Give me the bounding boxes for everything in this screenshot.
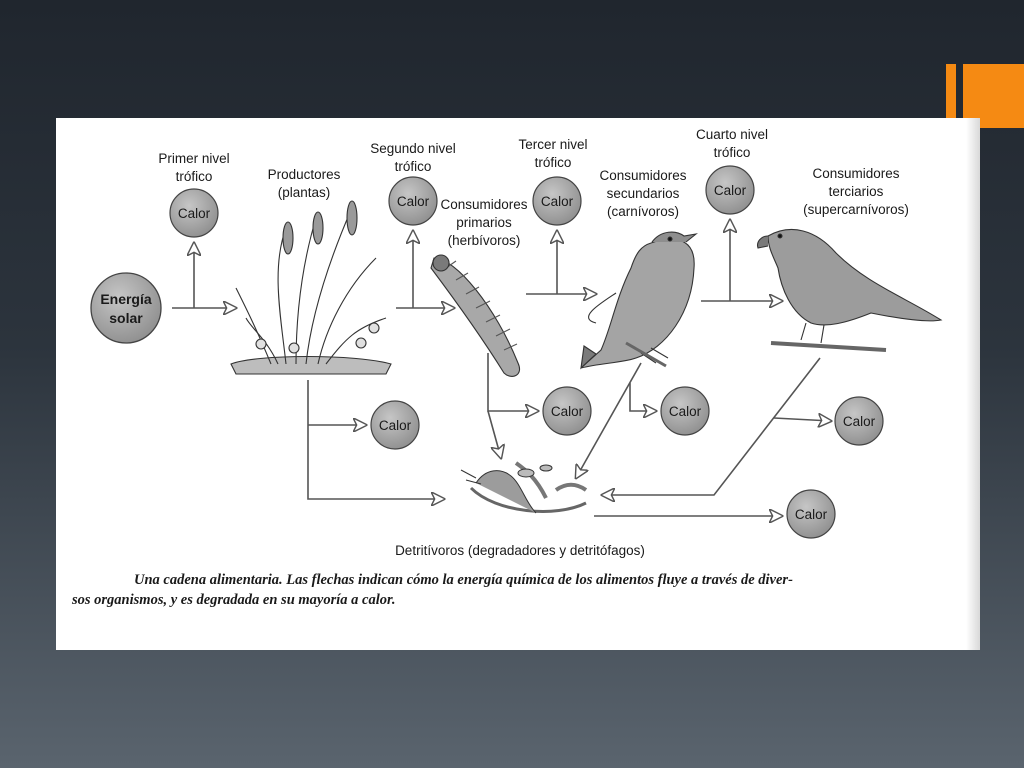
svg-text:Calor: Calor (669, 404, 702, 419)
page-edge-shadow (966, 118, 980, 650)
svg-text:Calor: Calor (551, 404, 584, 419)
level-4-line1: Cuarto nivel (696, 127, 768, 142)
level-2-line2: trófico (395, 159, 432, 174)
secondary-line3: (carnívoros) (607, 204, 679, 219)
energy-source-node: Energía solar (90, 272, 162, 344)
level-1-line2: trófico (176, 169, 213, 184)
detritivores-illustration (460, 461, 588, 514)
calor-node-primary-decay: Calor (542, 386, 592, 436)
caption-line1: Una cadena alimentaria. Las flechas indi… (134, 572, 793, 588)
calor-node-tertiary-decay: Calor (834, 396, 884, 446)
food-chain-figure: Energía solar Primer nivel trófico Segun… (56, 118, 980, 650)
calor-node-level3: Calor (532, 176, 582, 226)
bird-illustration (580, 231, 698, 370)
svg-text:Calor: Calor (397, 194, 430, 209)
svg-text:Calor: Calor (541, 194, 574, 209)
calor-node-detritivores: Calor (786, 489, 836, 539)
svg-text:Calor: Calor (843, 414, 876, 429)
energy-source-line1: Energía (100, 291, 152, 307)
svg-text:Calor: Calor (379, 418, 412, 433)
level-4-line2: trófico (714, 145, 751, 160)
calor-node-level2: Calor (388, 176, 438, 226)
level-3-line1: Tercer nivel (518, 137, 587, 152)
calor-node-secondary-decay: Calor (660, 386, 710, 436)
accent-bar-wide (963, 64, 1024, 128)
level-2-line1: Segundo nivel (370, 141, 456, 156)
primary-line1: Consumidores (440, 197, 527, 212)
svg-text:Calor: Calor (795, 507, 828, 522)
food-chain-diagram: Energía solar Primer nivel trófico Segun… (90, 127, 943, 558)
calor-node-producers-decay: Calor (370, 400, 420, 450)
detritivores-label: Detritívoros (degradadores y detritófago… (395, 543, 645, 558)
caterpillar-illustration (430, 254, 520, 377)
energy-source-line2: solar (109, 310, 143, 326)
accent-bar-thin (946, 64, 956, 128)
secondary-line1: Consumidores (599, 168, 686, 183)
figure-caption: Una cadena alimentaria. Las flechas indi… (72, 570, 972, 610)
flow-arrows (172, 220, 831, 516)
producers-line2: (plantas) (278, 185, 331, 200)
svg-text:Calor: Calor (178, 206, 211, 221)
hawk-illustration (757, 229, 943, 352)
tertiary-line1: Consumidores (812, 166, 899, 181)
tertiary-line3: (supercarnívoros) (803, 202, 909, 217)
level-3-line2: trófico (535, 155, 572, 170)
level-1-line1: Primer nivel (158, 151, 229, 166)
primary-line2: primarios (456, 215, 512, 230)
calor-node-level4: Calor (705, 165, 755, 215)
tertiary-line2: terciarios (829, 184, 884, 199)
secondary-line2: secundarios (607, 186, 680, 201)
producers-line1: Productores (268, 167, 341, 182)
svg-text:Calor: Calor (714, 183, 747, 198)
caption-line2: sos organismos, y es degradada en su may… (72, 592, 396, 608)
plants-illustration (230, 200, 392, 375)
primary-line3: (herbívoros) (448, 233, 521, 248)
calor-node-level1: Calor (169, 188, 219, 238)
